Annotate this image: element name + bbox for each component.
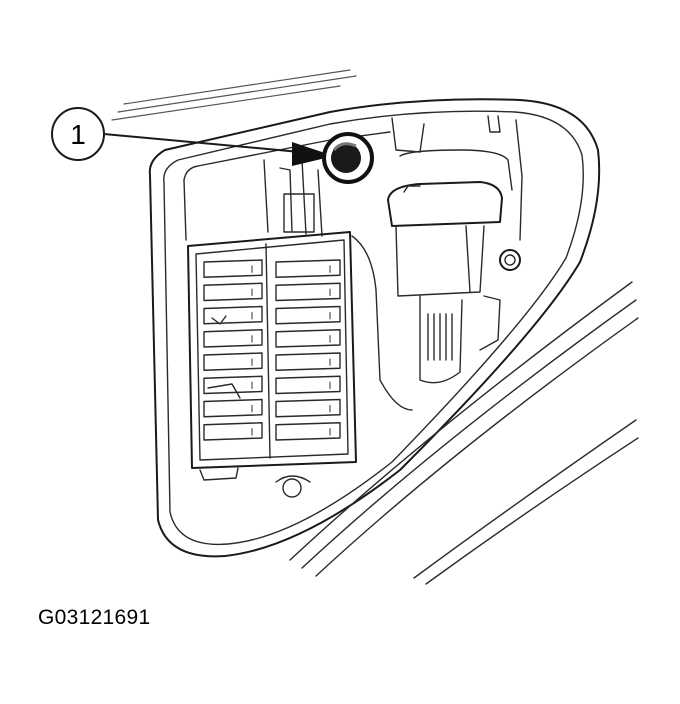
- fuse-slot: [275, 398, 341, 418]
- leader-line: [103, 133, 301, 153]
- fuse-rows: [203, 259, 341, 441]
- fuse-slot: [275, 329, 341, 348]
- callout-1: 1: [51, 107, 334, 166]
- fuse-slot: [275, 305, 341, 325]
- hatch-lines-top: [111, 69, 357, 121]
- fuse-slot: [203, 305, 263, 325]
- callout-number: 1: [70, 119, 86, 150]
- grommet: [322, 132, 374, 184]
- fastener-bolt: [499, 249, 521, 271]
- fuse-slot: [275, 422, 341, 441]
- fuse-slot: [275, 375, 341, 395]
- interior-housing: [183, 115, 523, 241]
- fuse-slot: [203, 422, 263, 441]
- fuse-slot: [203, 329, 263, 348]
- connector-pins: [427, 313, 453, 361]
- trim-panel-outline: [148, 98, 601, 558]
- fuse-slot: [203, 352, 263, 371]
- fuse-panel: [187, 231, 357, 498]
- fuse-slot: [275, 282, 341, 302]
- fuse-slot: [275, 352, 341, 371]
- mounting-screw: [282, 478, 302, 498]
- fuse-slot: [203, 282, 263, 302]
- figure-id: G03121691: [38, 606, 151, 629]
- fuse-slot: [275, 259, 341, 278]
- fuse-slot: [203, 375, 263, 395]
- panel-sweep-lines: [289, 281, 639, 585]
- relay-block: [351, 149, 521, 411]
- arrow-head: [292, 142, 334, 166]
- fuse-slot: [203, 259, 263, 278]
- fuse-slot: [203, 398, 263, 418]
